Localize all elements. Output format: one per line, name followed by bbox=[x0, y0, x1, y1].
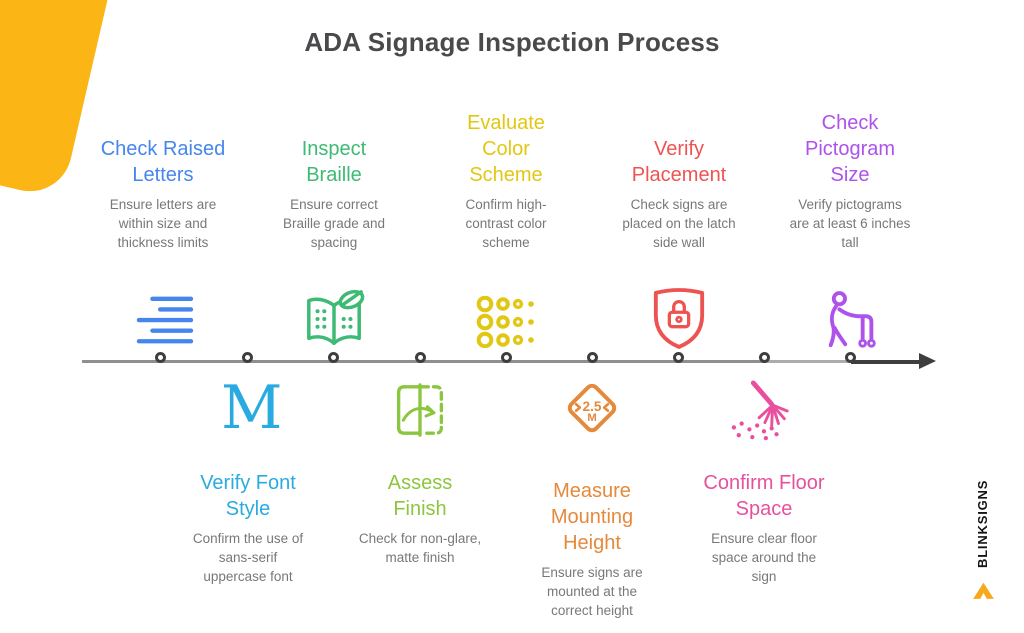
height-diamond-icon: 2.5 M bbox=[562, 378, 622, 438]
timeline-node-3 bbox=[328, 352, 339, 363]
timeline-node-5 bbox=[501, 352, 512, 363]
timeline-node-4 bbox=[415, 352, 426, 363]
step-description: Verify pictograms are at least 6 inches … bbox=[789, 197, 911, 250]
step-title: Measure Mounting Height bbox=[550, 480, 634, 554]
brand-name: BLINKSIGNS bbox=[975, 479, 990, 569]
page-title: ADA Signage Inspection Process bbox=[304, 27, 720, 57]
timeline-node-1 bbox=[155, 352, 166, 363]
raised-letters-icon bbox=[132, 294, 196, 348]
timeline-node-9 bbox=[845, 352, 856, 363]
step-title: Assess Finish bbox=[387, 472, 453, 520]
step-description: Check signs are placed on the latch side… bbox=[622, 197, 736, 250]
timeline-line-dark bbox=[851, 360, 921, 364]
step-title: Check Raised Letters bbox=[100, 138, 226, 186]
step-evaluate-color-scheme: Evaluate Color Scheme Confirm high- cont… bbox=[421, 100, 591, 253]
diamond-unit-label: M bbox=[587, 412, 596, 424]
step-description: Ensure clear floor space around the sign bbox=[711, 531, 817, 584]
step-title: Verify Placement bbox=[631, 138, 727, 186]
person-walker-icon bbox=[821, 290, 883, 350]
letter-m-icon: M bbox=[221, 373, 283, 443]
broom-icon bbox=[730, 379, 794, 441]
step-verify-font-style: Verify Font Style Confirm the use of san… bbox=[163, 470, 333, 587]
timeline-node-7 bbox=[673, 352, 684, 363]
step-measure-mounting-height: Measure Mounting Height Ensure signs are… bbox=[507, 478, 677, 621]
shield-lock-icon bbox=[651, 286, 707, 350]
step-description: Confirm high- contrast color scheme bbox=[465, 197, 547, 250]
step-title: Confirm Floor Space bbox=[703, 472, 825, 520]
step-inspect-braille: Inspect Braille Ensure correct Braille g… bbox=[249, 100, 419, 253]
timeline-line-light bbox=[765, 360, 851, 363]
step-assess-finish: Assess Finish Check for non-glare, matte… bbox=[335, 470, 505, 568]
flip-square-icon bbox=[394, 382, 446, 438]
step-title: Inspect Braille bbox=[301, 138, 367, 186]
step-description: Ensure signs are mounted at the correct … bbox=[541, 565, 643, 618]
timeline-node-2 bbox=[242, 352, 253, 363]
diamond-value-label: 2.5 bbox=[583, 399, 602, 414]
step-confirm-floor-space: Confirm Floor Space Ensure clear floor s… bbox=[679, 470, 849, 587]
step-verify-placement: Verify Placement Check signs are placed … bbox=[594, 100, 764, 253]
step-title: Evaluate Color Scheme bbox=[467, 112, 545, 186]
timeline-node-8 bbox=[759, 352, 770, 363]
braille-dots-icon bbox=[476, 296, 538, 348]
step-title: Verify Font Style bbox=[200, 472, 296, 520]
step-description: Confirm the use of sans-serif uppercase … bbox=[192, 531, 304, 584]
braille-book-icon bbox=[302, 288, 366, 350]
step-check-pictogram-size: Check Pictogram Size Verify pictograms a… bbox=[765, 100, 935, 253]
brand-chevron-icon bbox=[970, 577, 997, 602]
step-title: Check Pictogram Size bbox=[804, 112, 896, 186]
step-description: Ensure correct Braille grade and spacing bbox=[282, 197, 386, 250]
timeline-arrowhead bbox=[919, 353, 936, 369]
step-description: Ensure letters are within size and thick… bbox=[109, 197, 217, 250]
step-description: Check for non-glare, matte finish bbox=[358, 531, 482, 565]
timeline-node-6 bbox=[587, 352, 598, 363]
step-check-raised-letters: Check Raised Letters Ensure letters are … bbox=[78, 100, 248, 253]
